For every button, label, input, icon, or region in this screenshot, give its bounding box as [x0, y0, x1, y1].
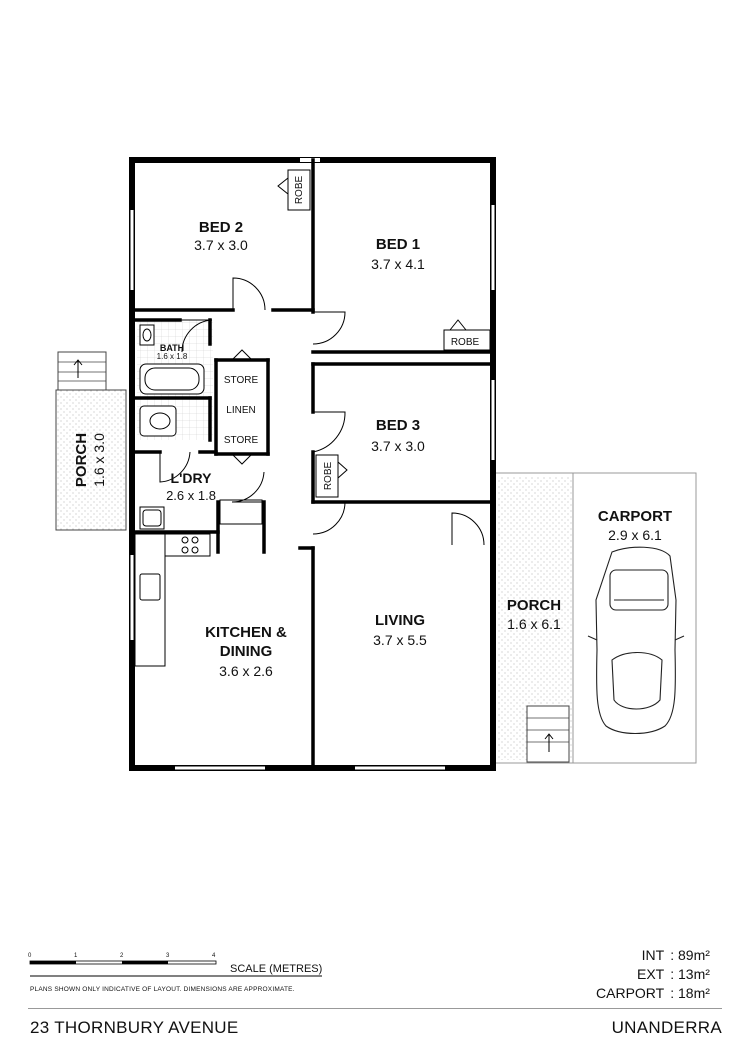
bed2-dim: 3.7 x 3.0	[194, 237, 248, 253]
side-porch	[55, 351, 127, 531]
bath-dim: 1.6 x 1.8	[157, 352, 188, 361]
car-icon	[587, 546, 685, 734]
disclaimer: PLANS SHOWN ONLY INDICATIVE OF LAYOUT. D…	[30, 986, 295, 993]
footer-divider	[28, 1008, 722, 1009]
laundry-fixtures	[139, 499, 263, 530]
carport-name: CARPORT	[598, 508, 672, 525]
area-value: 89m²	[678, 947, 710, 963]
area-label: INT	[641, 947, 665, 963]
scale-tick-4: 4	[212, 953, 216, 959]
robe-label-bed1: ROBE	[451, 337, 480, 348]
bed3-dim: 3.7 x 3.0	[371, 438, 425, 454]
storage-labels: ROBE ROBE ROBE STORE LINEN STORE	[224, 176, 480, 491]
bed3-name: BED 3	[376, 417, 420, 434]
room-labels: BED 2 3.7 x 3.0 BED 1 3.7 x 4.1 BED 3 3.…	[73, 219, 672, 679]
robe-label-bed2: ROBE	[294, 176, 305, 205]
property-address: 23 THORNBURY AVENUE	[30, 1018, 239, 1037]
carport-dim: 2.9 x 6.1	[608, 527, 662, 543]
side-porch-dim: 1.6 x 3.0	[91, 433, 107, 487]
area-row-ext: EXT: 13m²	[544, 965, 722, 984]
scale-label: SCALE (METRES)	[230, 963, 323, 975]
kitchen-dim: 3.6 x 2.6	[219, 663, 273, 679]
kitchen-fixtures	[134, 533, 211, 667]
area-summary: INT: 89m² EXT: 13m² CARPORT: 18m²	[544, 946, 722, 1003]
laundry-dim: 2.6 x 1.8	[166, 488, 216, 503]
windows	[130, 158, 495, 770]
scale-tick-1: 1	[74, 953, 78, 959]
store-label-bottom: STORE	[224, 435, 259, 446]
area-row-int: INT: 89m²	[544, 946, 722, 965]
store-label-top: STORE	[224, 375, 259, 386]
front-porch-dim: 1.6 x 6.1	[507, 616, 561, 632]
bed1-dim: 3.7 x 4.1	[371, 256, 425, 272]
bath-name: BATH	[160, 343, 184, 353]
scale-bar	[29, 960, 322, 977]
linen-label: LINEN	[226, 405, 255, 416]
scale-tick-0: 0	[28, 953, 32, 959]
bath-fixtures	[139, 324, 205, 437]
property-suburb: UNANDERRA	[611, 1018, 722, 1037]
interior-walls	[130, 158, 495, 770]
living-dim: 3.7 x 5.5	[373, 632, 427, 648]
kitchen-name-1: KITCHEN &	[205, 624, 287, 641]
area-value: 18m²	[678, 985, 710, 1001]
robe-label-bed3: ROBE	[323, 462, 334, 491]
scale-tick-3: 3	[166, 953, 170, 959]
door-swings	[159, 277, 485, 546]
bed2-name: BED 2	[199, 219, 243, 236]
carport-area	[491, 472, 697, 764]
kitchen-name-2: DINING	[220, 643, 273, 660]
scale-tick-2: 2	[120, 953, 124, 959]
laundry-name: L'DRY	[171, 470, 213, 486]
floor-plan: BED 2 3.7 x 3.0 BED 1 3.7 x 4.1 BED 3 3.…	[29, 157, 697, 977]
bed1-name: BED 1	[376, 236, 420, 253]
side-porch-name: PORCH	[73, 433, 90, 487]
living-name: LIVING	[375, 612, 425, 629]
area-label: CARPORT	[596, 985, 665, 1001]
area-value: 13m²	[678, 966, 710, 982]
area-label: EXT	[636, 966, 665, 982]
area-row-carport: CARPORT: 18m²	[544, 984, 722, 1003]
robe-doors	[231, 169, 491, 498]
front-porch-name: PORCH	[507, 597, 561, 614]
